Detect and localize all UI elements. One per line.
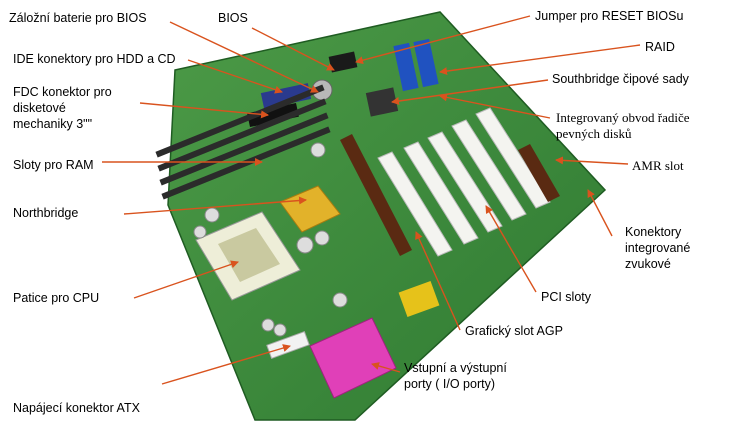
arrow-northbridge: [123, 196, 307, 215]
arrow-integrated-audio: [587, 189, 613, 237]
arrow-fdc-connector: [139, 102, 269, 119]
bios-chip: [328, 51, 358, 73]
arrow-jumper-reset: [355, 15, 531, 65]
southbridge-chip: [365, 87, 399, 117]
label-ide-connectors: IDE konektory pro HDD a CD: [13, 52, 176, 66]
fdc-connector: [247, 102, 299, 128]
agp-slot: [340, 134, 412, 256]
label-amr-slot: AMR slot: [632, 158, 684, 173]
arrow-cpu-socket: [133, 260, 239, 299]
label-northbridge: Northbridge: [13, 206, 79, 220]
arrow-io-ports: [371, 362, 401, 373]
io-ports-block: [309, 317, 397, 399]
label-southbridge: Southbridge čipové sady: [552, 72, 689, 86]
arrow-raid: [439, 44, 641, 76]
label-agp-slot: Grafický slot AGP: [465, 324, 563, 338]
label-bios: BIOS: [218, 11, 248, 25]
northbridge-heatsink: [279, 185, 341, 233]
arrow-integrated-controller: [439, 93, 551, 119]
arrow-ide-connectors: [187, 59, 283, 94]
raid-connectors: [393, 42, 419, 92]
label-ram-slots: Sloty pro RAM: [13, 158, 94, 172]
ram-slots: [155, 84, 331, 200]
arrow-atx-power: [161, 344, 291, 385]
label-fdc-connector: FDC konektor pro disketové mechaniky 3"": [13, 85, 112, 131]
arrow-southbridge: [391, 79, 549, 105]
arrow-backup-battery: [169, 21, 319, 93]
label-pci-slots: PCI sloty: [541, 290, 592, 304]
label-integrated-audio: Konektory integrované zvukové: [625, 225, 691, 271]
label-backup-battery: Záložní baterie pro BIOS: [9, 11, 147, 25]
label-raid: RAID: [645, 40, 675, 54]
label-cpu-socket: Patice pro CPU: [13, 291, 100, 305]
label-atx-power: Napájecí konektor ATX: [13, 401, 140, 415]
label-io-ports: Vstupní a výstupní porty ( I/O porty): [404, 361, 507, 391]
label-integrated-controller: Integrovaný obvod řadiče pevných disků: [556, 110, 690, 141]
pci-slots: [377, 107, 551, 257]
arrow-bios: [251, 27, 335, 71]
arrow-pci-slots: [485, 205, 537, 293]
amr-slot: [518, 144, 560, 202]
ide-connector: [260, 83, 312, 109]
arrow-amr-slot: [555, 156, 629, 165]
label-jumper-reset: Jumper pro RESET BIOSu: [535, 9, 684, 23]
arrow-agp-slot: [415, 231, 461, 331]
